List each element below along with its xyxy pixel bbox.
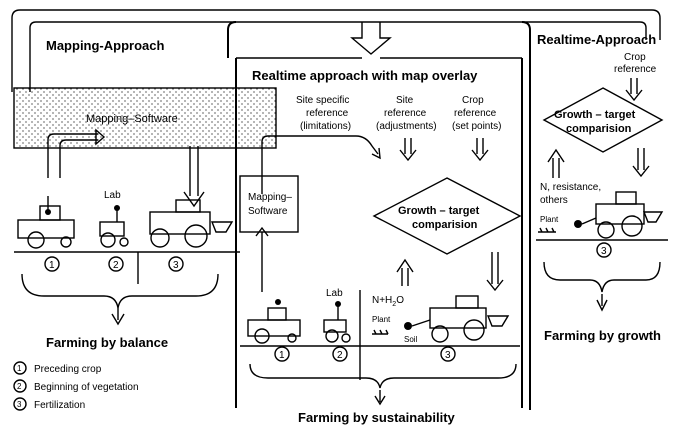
- tractor-spreader-right-icon: [595, 191, 664, 239]
- arrow-crop-reference: [471, 138, 489, 162]
- site-specific-line-1: Site specific: [296, 95, 349, 106]
- site-reference: Site reference (adjustments): [376, 95, 437, 132]
- stage-number-mid-2: 2: [337, 350, 343, 361]
- stage-number-2: 2: [113, 260, 119, 271]
- stage-numbers-mid: 1 2 3: [274, 346, 456, 362]
- site-specific-line-3: (limitations): [300, 121, 351, 132]
- n-resistance-label: N, resistance, others: [540, 182, 601, 206]
- combine-harvester-mid-icon: [247, 299, 301, 344]
- legend-text-2: Beginning of vegetation: [34, 382, 139, 393]
- growth-target-right-line-1: Growth – target: [554, 109, 636, 121]
- growth-target-mid-line-1: Growth – target: [398, 205, 480, 217]
- growth-target-right-line-2: comparision: [566, 123, 632, 135]
- legend-number-1: 1: [17, 364, 22, 373]
- brace-left: [21, 273, 219, 309]
- plant-label-right: Plant: [540, 215, 559, 224]
- stage-number-mid-3: 3: [445, 350, 451, 361]
- arrow-up-to-diamond-mid: [396, 258, 414, 286]
- growth-target-diamond-mid: Growth – target comparision: [372, 177, 522, 255]
- arrow-site-specific: [261, 135, 381, 194]
- arrow-down-from-diamond-mid: [486, 252, 504, 292]
- legend-text-1: Preceding crop: [34, 364, 102, 375]
- mapping-software-label-left: Mapping–Software: [86, 113, 178, 125]
- stage-number-right-circle: [596, 242, 612, 258]
- crop-right-line-1: Crop: [624, 52, 646, 63]
- heading-realtime-approach: Realtime-Approach: [537, 32, 656, 47]
- arrow-mid-machines-to-software: [255, 226, 269, 292]
- arrow-lab-to-software: [59, 139, 98, 178]
- machines-right: Plant: [536, 191, 668, 241]
- brace-right: [543, 261, 661, 293]
- crop-reference: Crop reference (set points): [452, 95, 501, 132]
- arrow-software-to-tractor: [183, 146, 205, 208]
- plant-soil-sensor-mid: N+H2O Plant Soil: [372, 295, 431, 344]
- arrow-down-from-diamond-right: [632, 148, 650, 178]
- mapping-software-mid-line-2: Software: [248, 206, 288, 217]
- mapping-software-box-left: Mapping–Software: [13, 87, 277, 149]
- stage-number-3: 3: [173, 260, 179, 271]
- stage-number-right-3: 3: [601, 246, 607, 257]
- crop-line-1: Crop: [462, 95, 484, 106]
- growth-target-diamond-right: Growth – target comparision: [542, 87, 664, 153]
- arrow-to-balance: [111, 308, 125, 326]
- top-feedback-frame: [11, 9, 661, 92]
- site-line-3: (adjustments): [376, 121, 437, 132]
- machines-mid: Lab N+H2O Plant Soil: [240, 288, 520, 380]
- small-tractor-mid-icon: [323, 301, 351, 343]
- plant-label-mid: Plant: [372, 315, 391, 324]
- stage-numbers-left: 1 2 3: [44, 256, 184, 272]
- mapping-software-box-mid: Mapping– Software: [239, 175, 299, 233]
- lab-label-left: Lab: [104, 190, 121, 201]
- footer-farming-by-sustainability: Farming by sustainability: [298, 410, 456, 425]
- brace-mid: [249, 363, 517, 389]
- stage-number-1: 1: [49, 260, 55, 271]
- crop-line-3: (set points): [452, 121, 501, 132]
- legend-number-2: 2: [17, 382, 22, 391]
- arrow-up-to-diamond-right: [547, 148, 565, 178]
- legend-number-3: 3: [17, 400, 22, 409]
- n-h2o-label: N+H2O: [372, 295, 404, 308]
- heading-mapping-approach: Mapping-Approach: [46, 38, 164, 53]
- legend-text-3: Fertilization: [34, 400, 85, 411]
- combine-harvester-icon: [17, 196, 75, 249]
- legend: 1 Preceding crop 2 Beginning of vegetati…: [13, 361, 139, 411]
- arrow-crop-right: [625, 78, 643, 102]
- crop-right-line-2: reference: [614, 64, 657, 75]
- crop-reference-right: Crop reference: [614, 52, 657, 75]
- site-line-2: reference: [384, 108, 427, 119]
- site-specific-reference: Site specific reference (limitations): [296, 95, 351, 132]
- site-specific-line-2: reference: [306, 108, 349, 119]
- lab-label-mid: Lab: [326, 288, 343, 299]
- site-line-1: Site: [396, 95, 414, 106]
- mapping-software-mid-line-1: Mapping–: [248, 192, 292, 203]
- n-resistance-line-2: others: [540, 195, 568, 206]
- small-tractor-icon: [99, 205, 129, 248]
- arrow-site-reference: [399, 138, 417, 162]
- tractor-spreader-mid-icon: [429, 295, 510, 343]
- growth-target-mid-line-2: comparision: [412, 219, 478, 231]
- stage-number-mid-1: 1: [279, 350, 285, 361]
- heading-realtime-overlay: Realtime approach with map overlay: [252, 68, 478, 83]
- footer-farming-by-balance: Farming by balance: [46, 335, 168, 350]
- tractor-spreader-icon: [149, 199, 234, 248]
- crop-line-2: reference: [454, 108, 497, 119]
- n-resistance-line-1: N, resistance,: [540, 182, 601, 193]
- machines-left: Lab: [14, 190, 240, 284]
- arrow-combine-to-software: [47, 133, 98, 178]
- footer-farming-by-growth: Farming by growth: [544, 328, 661, 343]
- soil-label-mid: Soil: [404, 335, 418, 344]
